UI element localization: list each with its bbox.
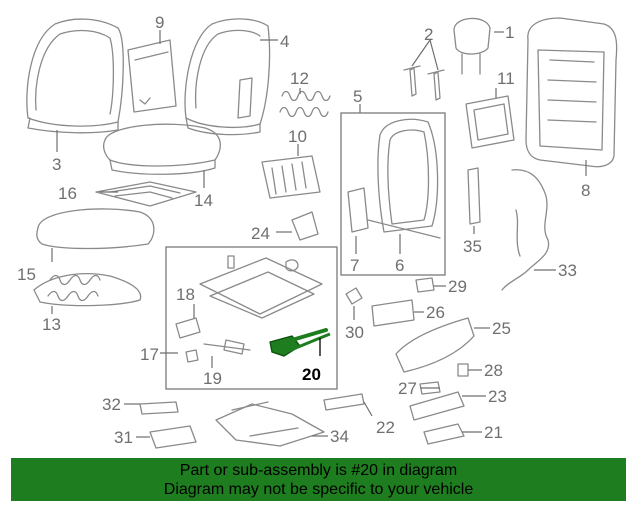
- callout-20: 20: [302, 365, 321, 384]
- callout-9: 9: [155, 13, 164, 32]
- part-34-track[interactable]: [215, 401, 325, 447]
- part-5-seatback-frame[interactable]: [377, 118, 439, 233]
- callout-34: 34: [330, 427, 349, 446]
- callout-18: 18: [176, 285, 195, 304]
- callout-7: 7: [350, 256, 359, 275]
- callout-15: 15: [17, 265, 36, 284]
- part-15-cushion-pad[interactable]: [36, 208, 155, 250]
- part-20-highlighted[interactable]: [269, 328, 331, 357]
- part-14-cushion-trim[interactable]: [103, 123, 221, 175]
- callout-8: 8: [581, 181, 590, 200]
- part-17-adjuster[interactable]: [199, 255, 323, 319]
- part-8-back-frame[interactable]: [525, 17, 618, 168]
- part-17-group-box: [165, 246, 338, 390]
- part-26-module[interactable]: [371, 299, 415, 327]
- part-12-spring[interactable]: [279, 90, 331, 118]
- callout-26: 26: [426, 303, 445, 322]
- callout-32: 32: [102, 395, 121, 414]
- callout-29: 29: [448, 277, 467, 296]
- banner-line-2: Diagram may not be specific to your vehi…: [163, 481, 474, 498]
- part-33-harness[interactable]: [501, 169, 550, 291]
- part-9-back-panel[interactable]: [127, 39, 177, 113]
- part-21-trim[interactable]: [423, 423, 465, 445]
- callout-labels: 1 2 3 4 5 6 7 8 9 10 11 12 13 14 15 16 1…: [17, 13, 590, 447]
- callout-12: 12: [290, 69, 309, 88]
- part-16-heater-pad[interactable]: [95, 181, 197, 207]
- callout-3: 3: [52, 155, 61, 174]
- callout-19: 19: [203, 369, 222, 388]
- part-28-knob[interactable]: [457, 363, 469, 377]
- callout-21: 21: [484, 423, 503, 442]
- part-18-motor[interactable]: [175, 317, 201, 363]
- part-6-rod[interactable]: [367, 219, 441, 239]
- part-13-cushion-springs[interactable]: [33, 273, 142, 307]
- part-7-recliner[interactable]: [347, 187, 369, 233]
- callout-11: 11: [497, 69, 515, 88]
- callout-10: 10: [288, 127, 307, 146]
- banner-line-1: Part or sub-assembly is #20 in diagram: [179, 462, 458, 479]
- callout-33: 33: [558, 261, 577, 280]
- callout-5: 5: [353, 87, 362, 106]
- callout-2: 2: [424, 25, 433, 44]
- callout-17: 17: [140, 345, 159, 364]
- part-19-cable[interactable]: [203, 339, 251, 355]
- callout-28: 28: [484, 361, 503, 380]
- part-3-seatback-cover[interactable]: [26, 18, 124, 134]
- callout-6: 6: [395, 256, 404, 275]
- part-11-panel[interactable]: [465, 95, 515, 149]
- part-31-cover[interactable]: [149, 425, 197, 449]
- callout-27: 27: [398, 379, 417, 398]
- callout-30: 30: [345, 323, 364, 342]
- callout-1: 1: [505, 23, 514, 42]
- callout-25: 25: [492, 319, 511, 338]
- callout-16: 16: [58, 184, 77, 203]
- part-23-trim[interactable]: [409, 391, 465, 421]
- part-32-bracket[interactable]: [139, 401, 179, 415]
- info-banner: Part or sub-assembly is #20 in diagram D…: [11, 458, 626, 501]
- part-2-guides[interactable]: [403, 65, 445, 101]
- callout-31: 31: [114, 428, 133, 447]
- callout-13: 13: [42, 315, 61, 334]
- callout-35: 35: [463, 237, 482, 256]
- part-5-group-box: [340, 112, 446, 276]
- part-24-clip[interactable]: [291, 211, 319, 241]
- callout-22: 22: [376, 418, 395, 437]
- part-25-shield[interactable]: [395, 317, 475, 373]
- part-10-lumbar[interactable]: [261, 155, 321, 199]
- callout-24: 24: [251, 224, 270, 243]
- part-1-headrest[interactable]: [453, 17, 491, 75]
- callout-14: 14: [194, 191, 213, 210]
- callout-23: 23: [488, 387, 507, 406]
- part-35-strip[interactable]: [467, 167, 481, 225]
- callout-4: 4: [280, 32, 289, 51]
- part-27-button[interactable]: [419, 381, 441, 395]
- part-29-switch[interactable]: [415, 277, 435, 293]
- part-22-trim[interactable]: [323, 393, 365, 411]
- part-4-seatback-trim[interactable]: [184, 18, 271, 136]
- leader-lines: [51, 30, 587, 438]
- part-30-clip[interactable]: [345, 287, 363, 305]
